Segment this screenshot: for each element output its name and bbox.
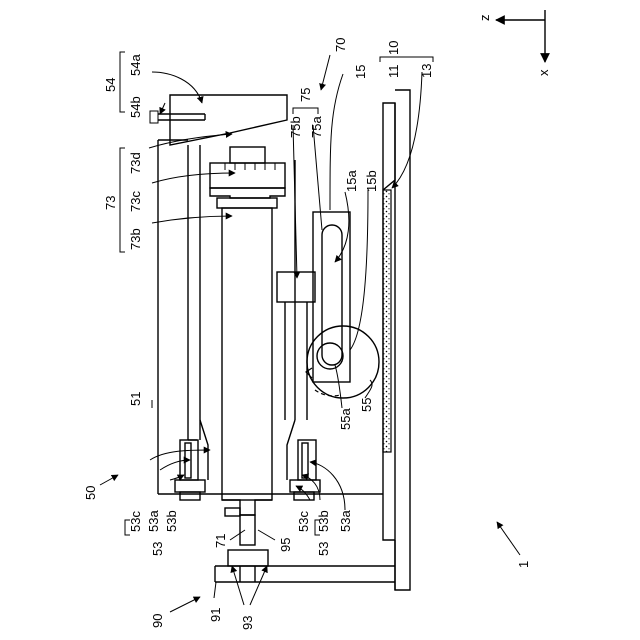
screw-54b xyxy=(150,111,205,123)
label-53c-right: 53c xyxy=(296,511,311,532)
label-93: 93 xyxy=(240,616,255,630)
arm-body xyxy=(313,212,350,382)
label-75a: 75a xyxy=(309,116,324,138)
label-91: 91 xyxy=(208,608,223,622)
label-53c-left: 53c xyxy=(128,511,143,532)
label-15: 15 xyxy=(353,65,368,79)
label-54: 54 xyxy=(103,78,118,92)
top-cap-54 xyxy=(170,95,287,440)
nozzle-71 xyxy=(225,508,255,545)
barrel-73b xyxy=(222,208,272,500)
label-54a: 54a xyxy=(128,54,143,76)
right-clamp-53 xyxy=(290,440,320,500)
label-90: 90 xyxy=(150,614,165,628)
label-53-left: 53 xyxy=(150,542,165,556)
label-95: 95 xyxy=(278,538,293,552)
bottom-frame-91 xyxy=(215,566,395,582)
stage-edge xyxy=(383,103,395,190)
block-75b xyxy=(277,272,315,302)
label-75b: 75b xyxy=(288,116,303,138)
label-73: 73 xyxy=(103,196,118,210)
label-11: 11 xyxy=(386,65,401,79)
x-axis-label: x xyxy=(536,69,551,76)
label-70: 70 xyxy=(333,38,348,52)
substrate-13 xyxy=(383,190,391,452)
label-13: 13 xyxy=(419,64,434,78)
label-53b-right: 53b xyxy=(316,510,331,532)
label-50: 50 xyxy=(83,486,98,500)
label-73c: 73c xyxy=(128,191,143,212)
coupling-75 xyxy=(277,272,315,420)
stage-structure xyxy=(383,90,410,590)
label-15a: 15a xyxy=(344,170,359,192)
arm-15 xyxy=(306,212,379,398)
label-53-right: 53 xyxy=(316,542,331,556)
label-73d: 73d xyxy=(128,152,143,174)
plunger-73c xyxy=(210,163,285,188)
label-71: 71 xyxy=(213,534,228,548)
cylinder-73 xyxy=(200,147,295,515)
housing-51 xyxy=(158,140,383,494)
label-55: 55 xyxy=(359,398,374,412)
coupling-73d xyxy=(230,147,265,163)
label-1: 1 xyxy=(516,561,531,568)
label-53b-left: 53b xyxy=(164,510,179,532)
label-15b: 15b xyxy=(364,170,379,192)
label-51: 51 xyxy=(128,392,143,406)
label-75: 75 xyxy=(298,88,313,102)
axis-indicator: z x xyxy=(477,10,551,76)
label-73b: 73b xyxy=(128,228,143,250)
label-53a-right: 53a xyxy=(338,510,353,532)
label-10: 10 xyxy=(386,41,401,55)
z-axis-label: z xyxy=(477,15,492,22)
label-54b: 54b xyxy=(128,96,143,118)
label-53a-left: 53a xyxy=(146,510,161,532)
label-55a: 55a xyxy=(338,408,353,430)
